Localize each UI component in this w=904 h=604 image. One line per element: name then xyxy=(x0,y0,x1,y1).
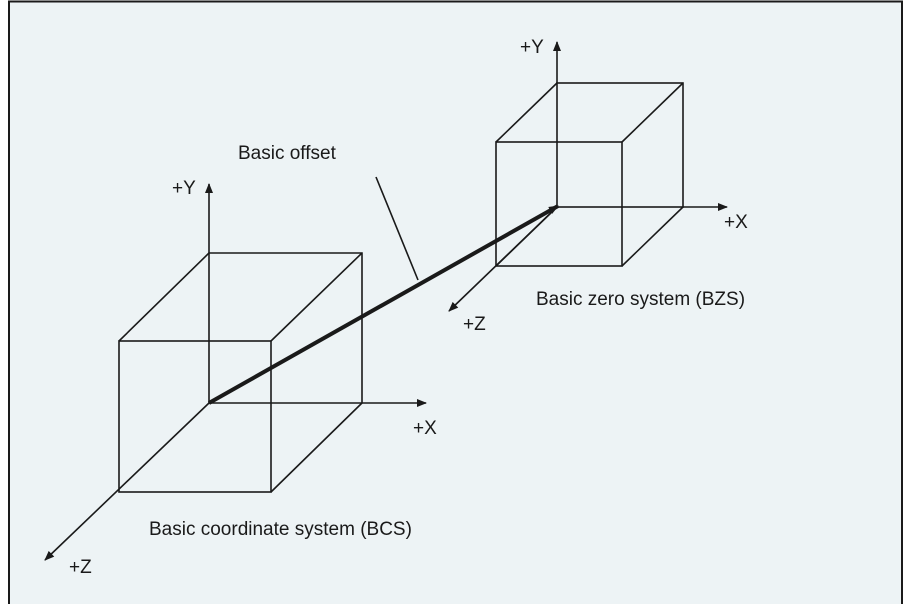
bcs-title: Basic coordinate system (BCS) xyxy=(149,519,412,540)
bcs-axes xyxy=(44,183,427,561)
bcs-z-label: +Z xyxy=(69,557,92,578)
basic-offset-label: Basic offset xyxy=(238,143,337,164)
diagram-background xyxy=(8,1,903,604)
bzs-z-label: +Z xyxy=(463,314,486,335)
basic-offset-vector xyxy=(208,204,559,405)
diagram-border xyxy=(8,0,903,604)
bcs-cube xyxy=(118,252,363,493)
bcs-z-axis xyxy=(44,402,210,561)
basic-offset-leader xyxy=(375,176,419,281)
bzs-x-label: +X xyxy=(724,212,748,233)
bzs-y-label: +Y xyxy=(520,37,544,58)
bzs-axes xyxy=(448,41,728,312)
bzs-title: Basic zero system (BZS) xyxy=(536,289,745,310)
bcs-x-label: +X xyxy=(413,418,437,439)
bzs-z-axis xyxy=(448,206,558,312)
bcs-y-label: +Y xyxy=(172,178,196,199)
